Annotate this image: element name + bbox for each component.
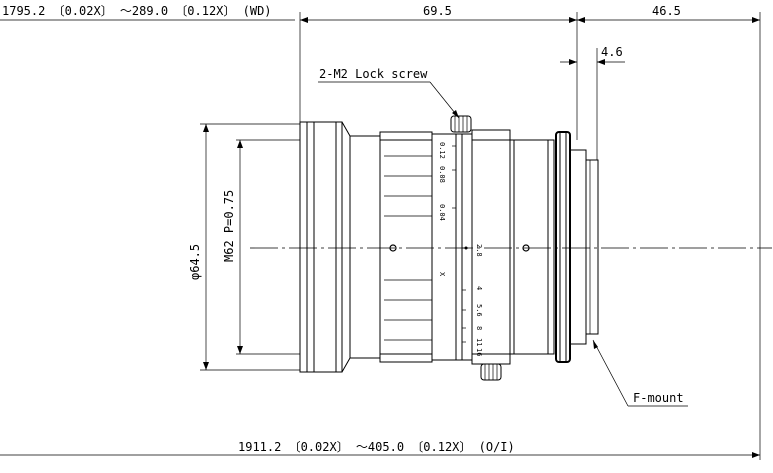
scale-ticks — [452, 145, 468, 343]
dim-top-right: 46.5 — [652, 4, 681, 18]
aperture-56: 5.6 — [475, 304, 483, 317]
dim-bottom: 1911.2 〔0.02X〕 ～405.0 〔0.12X〕 (O/I) — [238, 440, 515, 454]
lens-body — [299, 121, 599, 373]
aperture-16: 16 — [475, 348, 483, 356]
f-mount-leader — [592, 339, 688, 407]
aperture-28: 2.8 — [475, 244, 483, 257]
dim-outer-diameter: φ64.5 — [188, 244, 202, 280]
diameter-dimension-lines — [200, 123, 300, 371]
dim-thread: M62 P=0.75 — [222, 190, 236, 262]
lock-screw-bottom — [480, 363, 502, 381]
mag-scale-008: 0.08 — [438, 166, 446, 183]
aperture-11: 11 — [475, 338, 483, 346]
dim-top-left: 1795.2 〔0.02X〕 ～289.0 〔0.12X〕 (WD) — [2, 4, 272, 18]
aperture-4: 4 — [475, 286, 483, 290]
mag-scale-x: X — [438, 272, 446, 277]
aperture-8: 8 — [475, 326, 483, 330]
dim-top-mid: 69.5 — [423, 4, 452, 18]
lock-screw-top — [450, 115, 472, 133]
mag-scale-004: 0.04 — [438, 204, 446, 221]
lock-screw-leader — [318, 81, 460, 119]
f-mount-label: F-mount — [633, 391, 684, 405]
dim-flange: 4.6 — [601, 45, 623, 59]
lock-screw-label: 2-M2 Lock screw — [319, 67, 428, 81]
mag-scale-012: 0.12 — [438, 142, 446, 159]
bottom-dimension-line — [0, 452, 760, 458]
top-dimension-lines — [0, 12, 761, 460]
